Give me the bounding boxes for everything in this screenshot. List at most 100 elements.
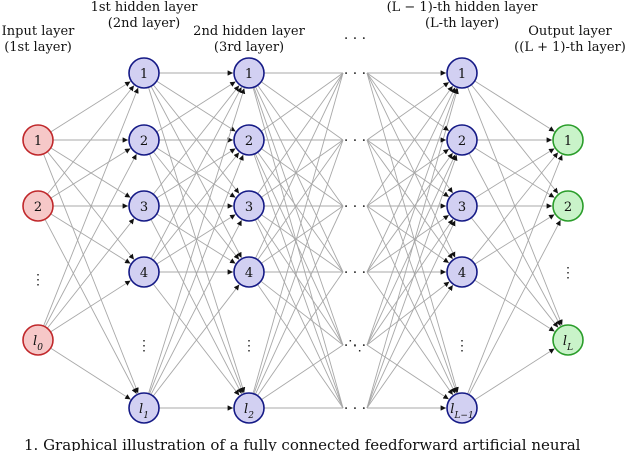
h1-neuron-label-0: 1 [140,67,148,82]
edge-hidden2-to-ellipsis [261,205,344,264]
edge-hidden1-to-hidden2 [156,213,236,264]
input-neuron-3 [22,324,54,356]
edge-ellipsis-to-hiddenL [366,214,450,273]
figure-caption: 1. Graphical illustration of a fully con… [24,436,581,451]
edge-hidden1-to-hidden2 [152,85,240,195]
edge-hidden2-to-ellipsis [261,148,344,207]
h2-neuron-0 [233,57,265,89]
edge-hidden2-to-ellipsis [254,72,344,259]
edge-input-to-hidden1 [50,81,131,133]
edge-hidden2-to-ellipsis [261,214,344,273]
edge-hidden2-to-ellipsis [260,280,344,346]
h2-neuron-1 [233,124,265,156]
edge-ellipsis-to-hiddenL [366,139,450,198]
edge-hiddenL-to-output [474,348,555,401]
middle-ellipsis-6: · · · [344,401,366,417]
edge-hidden1-to-hidden2 [156,80,236,132]
hiddenL-layer-header-line2: (L-th layer) [425,16,499,31]
edge-hidden2-to-ellipsis [261,344,344,401]
edge-hidden2-to-ellipsis [257,271,344,396]
h1-neuron-label-1: 2 [140,134,148,149]
edge-hidden1-to-hidden2 [150,219,243,395]
h2-neuron-5 [233,392,265,424]
edge-input-to-hidden1 [46,85,135,195]
middle-ellipsis-1: · · · [344,133,366,149]
edge-ellipsis-to-hiddenL [366,81,450,141]
edge-hidden2-to-ellipsis [254,219,344,409]
edge-ellipsis-to-hiddenL [366,344,449,400]
edge-hidden2-to-ellipsis [257,72,344,195]
h1-neuron-label-5: l1 [139,402,149,421]
output-neuron-3 [552,324,584,356]
edge-hidden2-to-ellipsis [260,72,344,132]
edge-hidden1-to-hidden2 [156,214,236,265]
h2-neuron-label-0: 1 [245,67,253,82]
edge-ellipsis-to-hiddenL [366,72,456,258]
edge-hiddenL-to-output [468,219,561,395]
middle-ellipsis-3: · · · [344,265,366,281]
edge-hidden1-to-hidden2 [152,84,240,194]
edge-ellipsis-to-hiddenL [366,87,456,273]
hL-neuron-1 [446,124,478,156]
edge-ellipsis-to-hiddenL [366,154,456,346]
input-neuron-label-3: l0 [33,334,43,353]
edge-ellipsis-to-hiddenL [366,218,454,346]
edge-input-to-hidden1 [46,218,135,329]
edge-input-to-hidden1 [50,347,131,400]
edge-hidden2-to-ellipsis [254,205,344,395]
edge-hidden1-to-hidden2 [150,86,242,259]
hL-neuron-label-3: 4 [458,266,466,281]
input-neuron-1 [22,190,54,222]
h1-neuron-3 [128,256,160,288]
edge-hidden1-to-hidden2 [148,88,246,394]
input-vertical-ellipsis: ⋮ [31,272,45,288]
input-neuron-label-0: 1 [34,134,42,149]
edge-ellipsis-to-hiddenL [366,72,450,132]
edge-input-to-hidden1 [50,280,131,333]
edge-hidden2-to-ellipsis [257,218,344,346]
hL-neuron-3 [446,256,478,288]
edge-ellipsis-to-hiddenL [366,139,454,260]
h1-neuron-label-2: 3 [140,200,148,215]
h1-neuron-0 [128,57,160,89]
hL-neuron-2 [446,190,478,222]
input-neuron-label-1: 2 [34,200,42,215]
output-neuron-label-1: 2 [564,200,572,215]
edge-ellipsis-to-hiddenL [366,284,454,409]
edge-ellipsis-to-hiddenL [366,139,458,394]
h2-neuron-2 [233,190,265,222]
edge-hiddenL-to-output [467,154,563,395]
edge-ellipsis-to-hiddenL [366,281,450,346]
edge-hidden2-to-ellipsis [252,72,344,394]
edge-hidden2-to-ellipsis [257,84,344,207]
edge-hiddenL-to-output [470,84,559,194]
edge-hiddenL-to-output [471,152,559,261]
middle-ellipsis-column: · · ·· · ·· · ·· · ·· · ·⋱· · · [344,66,366,417]
middle-ellipsis-4: · · · [344,338,366,354]
h1-neuron-2 [128,190,160,222]
edge-hiddenL-to-output [474,214,555,265]
output-layer-header-line1: Output layer [528,24,612,39]
h2-neuron-label-2: 3 [245,200,253,215]
input-neuron-0 [22,124,54,156]
output-neuron-label-3: lL [563,334,573,353]
edge-input-to-hidden1 [50,148,131,199]
output-vertical-ellipsis: ⋮ [561,265,575,281]
h1-vertical-ellipsis: ⋮ [137,338,151,354]
edge-hiddenL-to-output [474,279,555,332]
h2-neuron-label-3: 4 [245,266,253,281]
edge-hidden2-to-ellipsis [253,139,344,394]
output-layer-header-line2: ((L + 1)-th layer) [514,40,626,55]
h2-vertical-ellipsis: ⋮ [242,338,256,354]
hL-neuron-label-0: 1 [458,67,466,82]
hL-neuron-0 [446,57,478,89]
middle-ellipsis-5: ⋱ [348,338,362,354]
hL-neuron-5 [446,392,478,424]
h2-neuron-label-5: l2 [244,402,254,421]
hiddenL-layer-header-line1: (L − 1)-th hidden layer [387,0,539,15]
edge-hidden1-to-hidden2 [152,152,240,261]
edge-ellipsis-to-hiddenL [366,154,458,409]
edge-hidden2-to-ellipsis [253,154,344,409]
